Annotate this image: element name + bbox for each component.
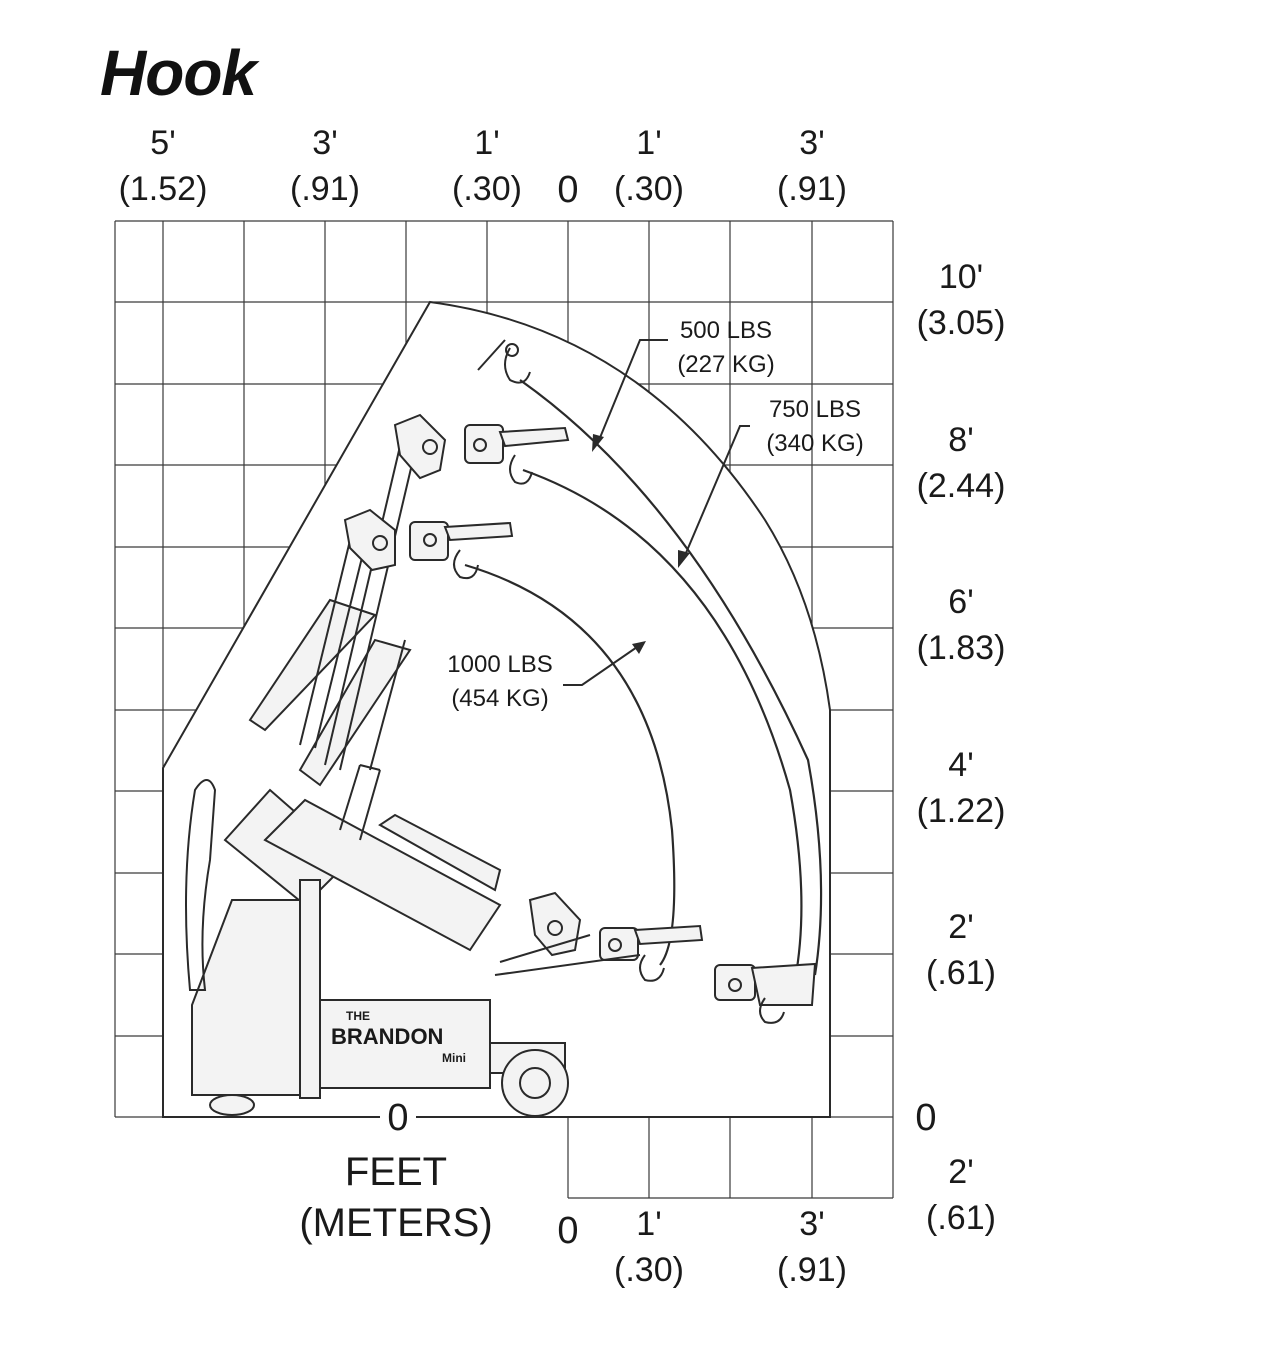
top-tick-m: (.91)	[777, 170, 847, 208]
load-1000-kg: (454 KG)	[451, 685, 548, 712]
load-750-lbs: 750 LBS	[769, 396, 861, 423]
curve-500-lbs	[519, 379, 823, 976]
right-tick-ft: 8'	[948, 421, 973, 459]
load-label-leaders	[563, 339, 750, 686]
load-1000-lbs: 1000 LBS	[447, 651, 552, 678]
bottom-tick-ft: 3'	[799, 1205, 824, 1243]
right-tick-zero: 0	[915, 1097, 936, 1139]
origin-zero-label: 0	[387, 1097, 408, 1139]
crane-boom-drawing	[223, 339, 817, 1024]
top-tick-m: (1.52)	[119, 170, 208, 208]
right-tick-m: (2.44)	[917, 467, 1006, 505]
top-tick-ft: 3'	[312, 124, 337, 162]
working-envelope	[162, 300, 831, 1118]
top-tick-zero: 0	[557, 169, 578, 211]
brand-name-text: BRANDON	[331, 1024, 443, 1049]
right-tick-m: (.61)	[926, 954, 996, 992]
top-tick-ft: 1'	[636, 124, 661, 162]
top-tick-m: (.30)	[614, 170, 684, 208]
load-750-kg: (340 KG)	[766, 430, 863, 457]
bottom-tick-zero: 0	[557, 1210, 578, 1252]
right-tick-m: (1.83)	[917, 629, 1006, 667]
bottom-axis-labels: 0 1' (.30) 3' (.91)	[557, 1205, 847, 1289]
top-tick-m: (.30)	[452, 170, 522, 208]
right-tick-ft: 10'	[939, 258, 983, 296]
brand-top-text: THE	[346, 1009, 370, 1023]
right-tick-m: (1.22)	[917, 792, 1006, 830]
top-tick-m: (.91)	[290, 170, 360, 208]
load-zone-labels: 500 LBS (227 KG) 750 LBS (340 KG) 1000 L…	[447, 317, 863, 712]
arrow-500	[592, 434, 604, 452]
top-axis-labels: 5' (1.52) 3' (.91) 1' (.30) 0 1' (.30) 3…	[119, 124, 847, 211]
crane-body: THE BRANDON Mini	[185, 779, 569, 1117]
bottom-tick-m: (.30)	[614, 1251, 684, 1289]
right-tick-ft: 4'	[948, 746, 973, 784]
top-tick-ft: 1'	[474, 124, 499, 162]
right-tick-ft: 6'	[948, 583, 973, 621]
bottom-tick-m: (.91)	[777, 1251, 847, 1289]
top-tick-ft: 5'	[150, 124, 175, 162]
arrow-1000	[632, 641, 646, 654]
right-tick-ft: 2'	[948, 908, 973, 946]
top-tick-ft: 3'	[799, 124, 824, 162]
load-500-lbs: 500 LBS	[680, 317, 772, 344]
arrow-750	[678, 550, 690, 568]
right-axis-labels: 10' (3.05) 8' (2.44) 6' (1.83) 4' (1.22)…	[915, 258, 1005, 1237]
unit-label-meters: (METERS)	[299, 1201, 492, 1245]
bottom-tick-ft: 1'	[636, 1205, 661, 1243]
curve-750-lbs	[522, 468, 803, 981]
right-tick-m: (3.05)	[917, 304, 1006, 342]
diagram-title: Hook	[100, 37, 257, 109]
right-tick-ft: 2'	[948, 1153, 973, 1191]
origin-label-gap	[380, 1104, 416, 1130]
load-500-kg: (227 KG)	[677, 351, 774, 378]
unit-label-feet: FEET	[345, 1150, 447, 1194]
right-tick-m: (.61)	[926, 1199, 996, 1237]
brand-sub-text: Mini	[442, 1051, 466, 1065]
